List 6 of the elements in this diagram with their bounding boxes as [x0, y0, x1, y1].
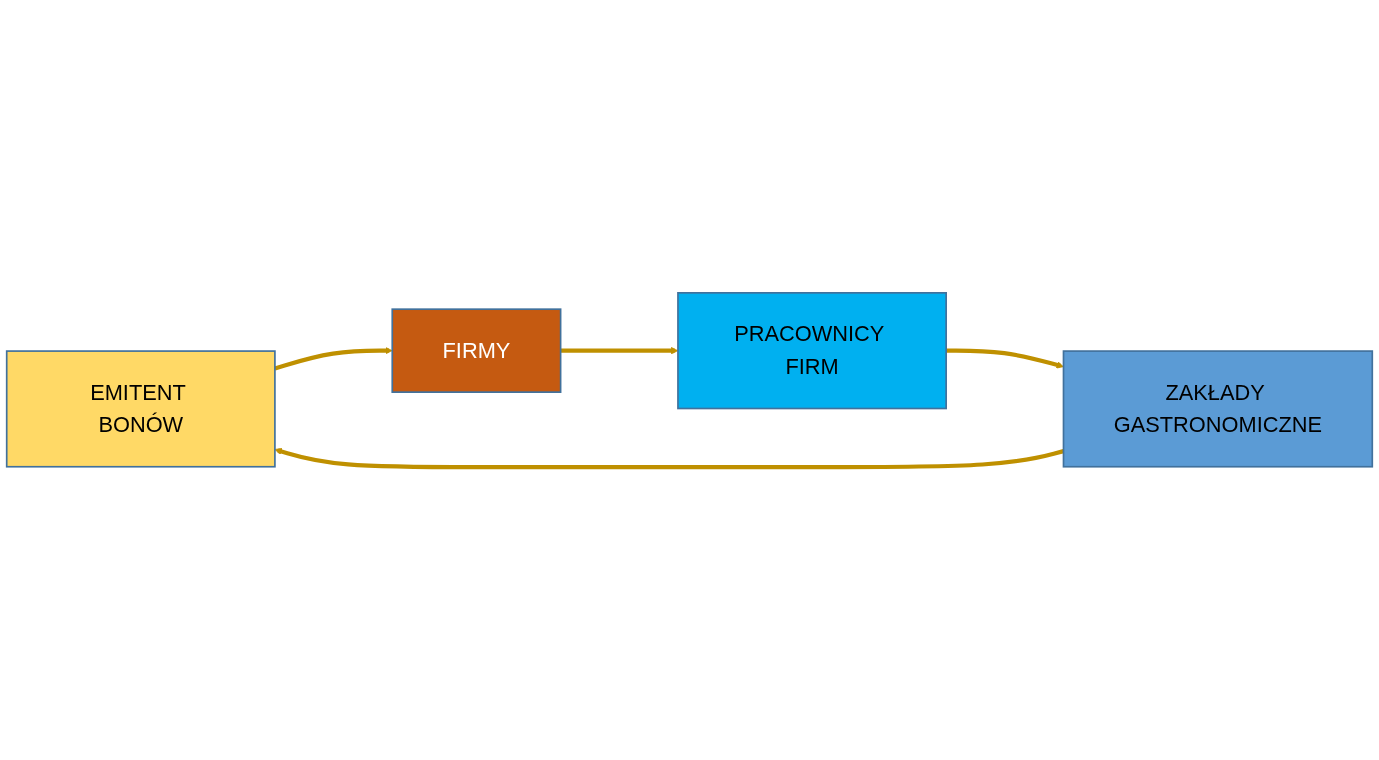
node-box: ZAKŁADY GASTRONOMICZNE	[1062, 350, 1374, 468]
node-box: EMITENT BONÓW	[5, 350, 276, 468]
arrow	[274, 347, 393, 371]
node-box: PRACOWNICY FIRM	[677, 292, 947, 410]
arrow	[946, 348, 1064, 369]
node-box: FIRMY	[391, 308, 562, 393]
